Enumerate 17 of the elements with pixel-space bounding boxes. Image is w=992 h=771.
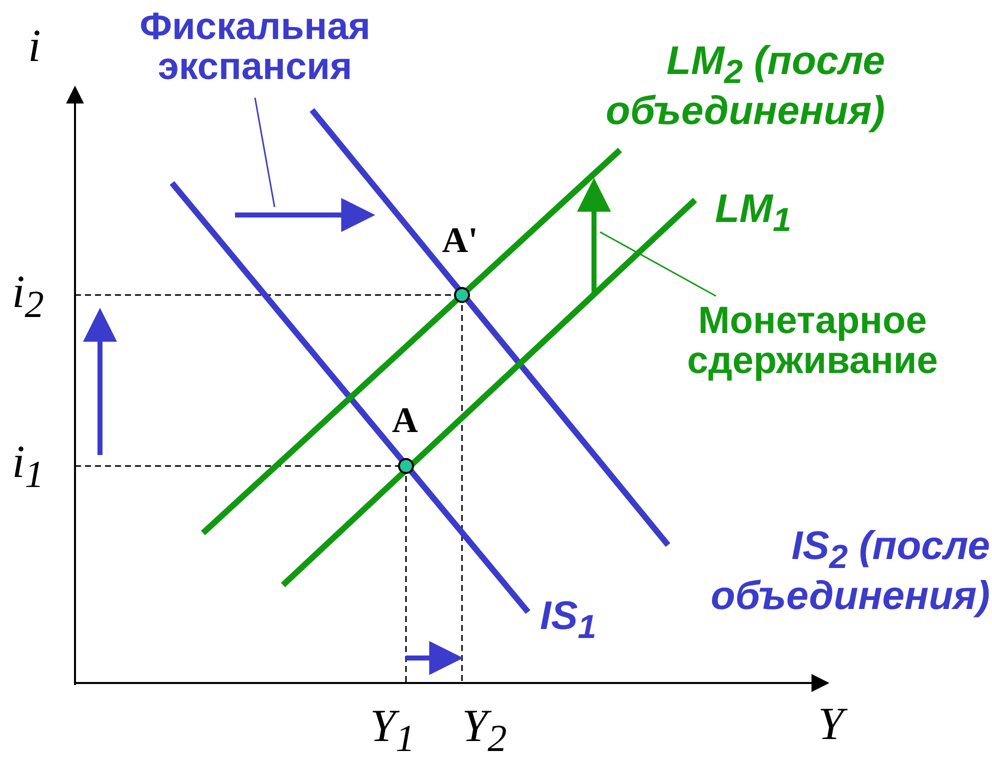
annotation-text: Фискальная экспансия [110,8,400,88]
shift-arrow [577,178,611,295]
shift-arrow [235,198,376,232]
curve-label: LM$_{2}$ (после объединения) [604,40,885,132]
curve-label: IS$_{1}$ [540,595,596,645]
tick-label: Y$_{1}$ [370,702,415,760]
leader-line [600,231,716,297]
point-label: A [392,402,418,440]
axis-label: i [28,22,41,70]
tick-label: Y$_{2}$ [462,702,507,760]
annotation-text: Монетарное сдерживание [640,302,985,382]
tick-label: i$_{2}$ [12,268,44,326]
tick-label: i$_{1}$ [12,438,44,496]
leader-line [254,98,276,208]
point-label: A' [442,222,478,260]
curve-label: IS$_{2}$ (после объединения) [710,525,990,617]
curve-label: LM$_{1}$ [715,188,792,238]
